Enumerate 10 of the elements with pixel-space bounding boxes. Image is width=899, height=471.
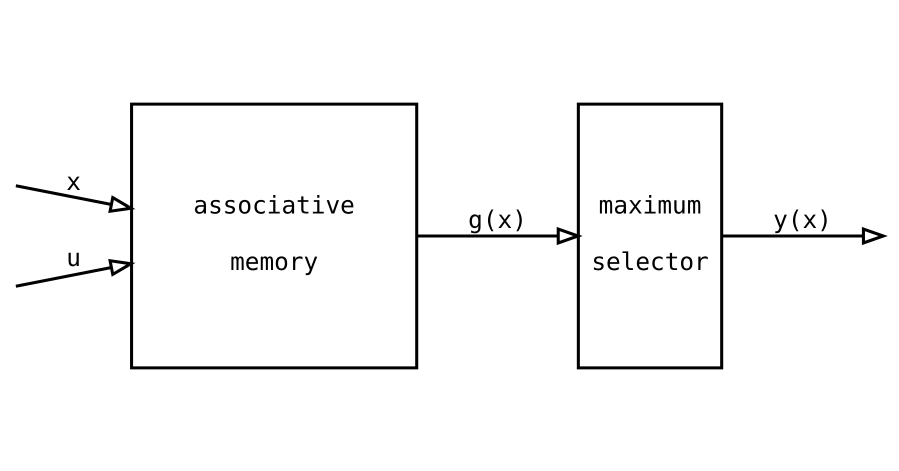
- node-box: maximum selector: [576, 102, 724, 369]
- edge-label: u: [66, 242, 81, 272]
- arrow: [16, 184, 136, 213]
- arrow: [16, 258, 136, 288]
- edge-label: g(x): [468, 204, 527, 234]
- edge-label: x: [66, 166, 81, 196]
- edge-label: y(x): [773, 204, 832, 234]
- arrow: [722, 226, 888, 245]
- arrow: [417, 226, 583, 245]
- node-box: associative memory: [130, 102, 418, 369]
